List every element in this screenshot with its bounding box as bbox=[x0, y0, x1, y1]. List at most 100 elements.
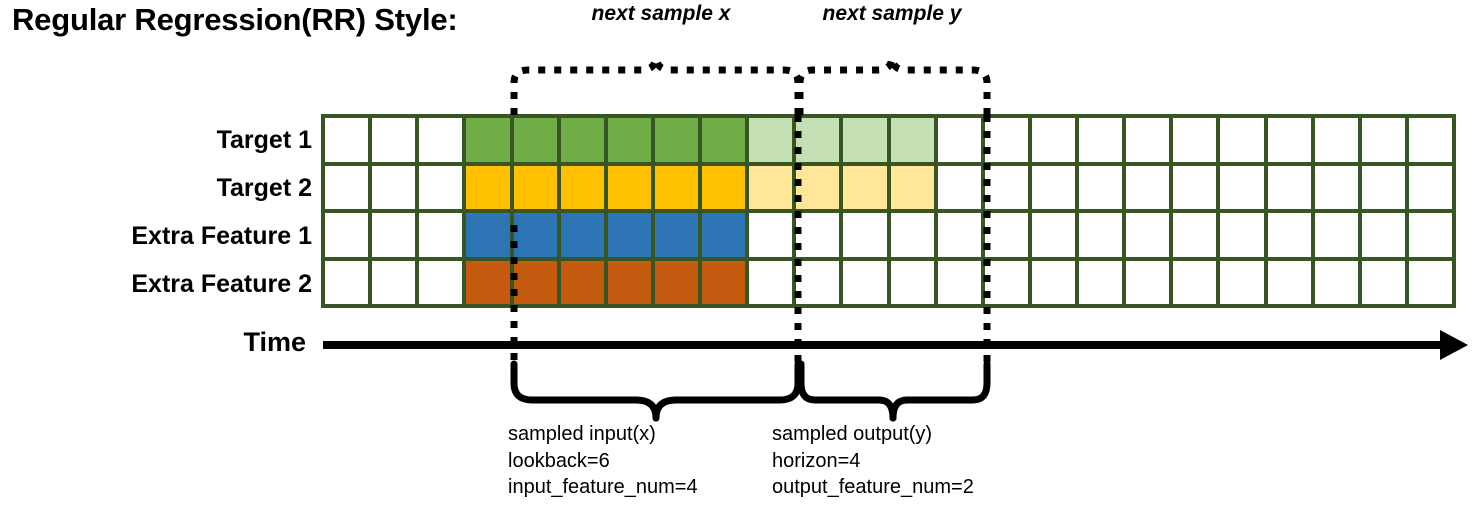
cell-empty bbox=[749, 213, 793, 257]
cell-empty bbox=[1126, 260, 1170, 304]
cell-empty bbox=[1126, 165, 1170, 209]
cell-empty bbox=[1314, 260, 1358, 304]
cell-empty bbox=[1031, 118, 1075, 162]
sampled-output-feature-num: output_feature_num=2 bbox=[772, 476, 974, 499]
row-label-extra-feature-1: Extra Feature 1 bbox=[131, 222, 312, 250]
cell-empty bbox=[1267, 213, 1311, 257]
cell-output bbox=[796, 118, 840, 162]
cell-input bbox=[607, 213, 651, 257]
cell-output bbox=[749, 165, 793, 209]
cell-input bbox=[654, 118, 698, 162]
cell-empty bbox=[372, 118, 416, 162]
cell-input bbox=[702, 213, 746, 257]
sampled-output-horizon: horizon=4 bbox=[772, 449, 861, 472]
cell-empty bbox=[984, 213, 1028, 257]
cell-input bbox=[702, 118, 746, 162]
cell-empty bbox=[419, 118, 463, 162]
cell-input bbox=[654, 213, 698, 257]
cell-empty bbox=[1361, 260, 1405, 304]
time-axis-label: Time bbox=[243, 327, 306, 357]
cell-empty bbox=[1408, 260, 1452, 304]
cell-empty bbox=[419, 213, 463, 257]
cell-empty bbox=[984, 118, 1028, 162]
cell-empty bbox=[1079, 118, 1123, 162]
cell-empty bbox=[1361, 213, 1405, 257]
grid-row-extra-feature-2 bbox=[325, 260, 1452, 304]
cell-output bbox=[796, 165, 840, 209]
next-sample-y-label: next sample y bbox=[822, 2, 962, 25]
sampled-input-brace bbox=[510, 360, 802, 422]
cell-empty bbox=[325, 165, 369, 209]
cell-empty bbox=[937, 118, 981, 162]
sampled-input-feature-num: input_feature_num=4 bbox=[508, 476, 698, 499]
cell-empty bbox=[1126, 118, 1170, 162]
cell-output bbox=[843, 118, 887, 162]
cell-empty bbox=[984, 260, 1028, 304]
row-label-target-1: Target 1 bbox=[216, 126, 312, 154]
cell-input bbox=[560, 260, 604, 304]
cell-input bbox=[513, 165, 557, 209]
cell-empty bbox=[1079, 165, 1123, 209]
cell-empty bbox=[1408, 213, 1452, 257]
cell-input bbox=[466, 260, 510, 304]
next-sample-x-brace bbox=[510, 55, 802, 115]
cell-output bbox=[749, 118, 793, 162]
cell-input bbox=[560, 118, 604, 162]
cell-empty bbox=[1408, 118, 1452, 162]
cell-input bbox=[702, 165, 746, 209]
page-title: Regular Regression(RR) Style: bbox=[12, 2, 458, 37]
cell-empty bbox=[372, 213, 416, 257]
cell-empty bbox=[1314, 213, 1358, 257]
cell-input bbox=[466, 118, 510, 162]
cell-empty bbox=[749, 260, 793, 304]
cell-input bbox=[702, 260, 746, 304]
cell-empty bbox=[1079, 260, 1123, 304]
cell-empty bbox=[890, 260, 934, 304]
cell-empty bbox=[1126, 213, 1170, 257]
cell-empty bbox=[372, 260, 416, 304]
cell-input bbox=[466, 213, 510, 257]
cell-empty bbox=[1314, 118, 1358, 162]
cell-empty bbox=[1361, 118, 1405, 162]
sampled-input-caption: sampled input(x) lookback=6 input_featur… bbox=[508, 421, 698, 501]
cell-input bbox=[607, 260, 651, 304]
cell-empty bbox=[937, 213, 981, 257]
sampled-output-caption: sampled output(y) horizon=4 output_featu… bbox=[772, 421, 974, 501]
cell-input bbox=[513, 213, 557, 257]
row-label-column: Target 1 Target 2 Extra Feature 1 Extra … bbox=[0, 0, 312, 516]
sampled-input-lookback: lookback=6 bbox=[508, 449, 610, 472]
cell-input bbox=[560, 165, 604, 209]
cell-empty bbox=[1220, 260, 1264, 304]
cell-empty bbox=[1220, 165, 1264, 209]
cell-empty bbox=[1267, 165, 1311, 209]
sampled-output-brace bbox=[797, 360, 991, 422]
cell-empty bbox=[1173, 165, 1217, 209]
cell-empty bbox=[372, 165, 416, 209]
cell-empty bbox=[843, 260, 887, 304]
cell-empty bbox=[325, 260, 369, 304]
next-sample-x-label: next sample x bbox=[591, 2, 731, 25]
cell-empty bbox=[1031, 260, 1075, 304]
cell-input bbox=[654, 165, 698, 209]
cell-empty bbox=[325, 118, 369, 162]
cell-empty bbox=[1031, 213, 1075, 257]
cell-empty bbox=[1173, 118, 1217, 162]
cell-output bbox=[843, 165, 887, 209]
cell-empty bbox=[937, 165, 981, 209]
grid-row-target-1 bbox=[325, 118, 1452, 162]
cell-empty bbox=[1220, 118, 1264, 162]
arrow-right-icon bbox=[1440, 330, 1468, 360]
row-label-target-2: Target 2 bbox=[216, 174, 312, 202]
cell-input bbox=[466, 165, 510, 209]
cell-input bbox=[560, 213, 604, 257]
timeline-grid bbox=[321, 114, 1456, 308]
cell-output bbox=[890, 165, 934, 209]
cell-empty bbox=[325, 213, 369, 257]
cell-input bbox=[513, 260, 557, 304]
sampled-input-title: sampled input(x) bbox=[508, 423, 656, 445]
cell-empty bbox=[1408, 165, 1452, 209]
cell-empty bbox=[937, 260, 981, 304]
cell-empty bbox=[419, 260, 463, 304]
time-axis bbox=[323, 330, 1468, 360]
